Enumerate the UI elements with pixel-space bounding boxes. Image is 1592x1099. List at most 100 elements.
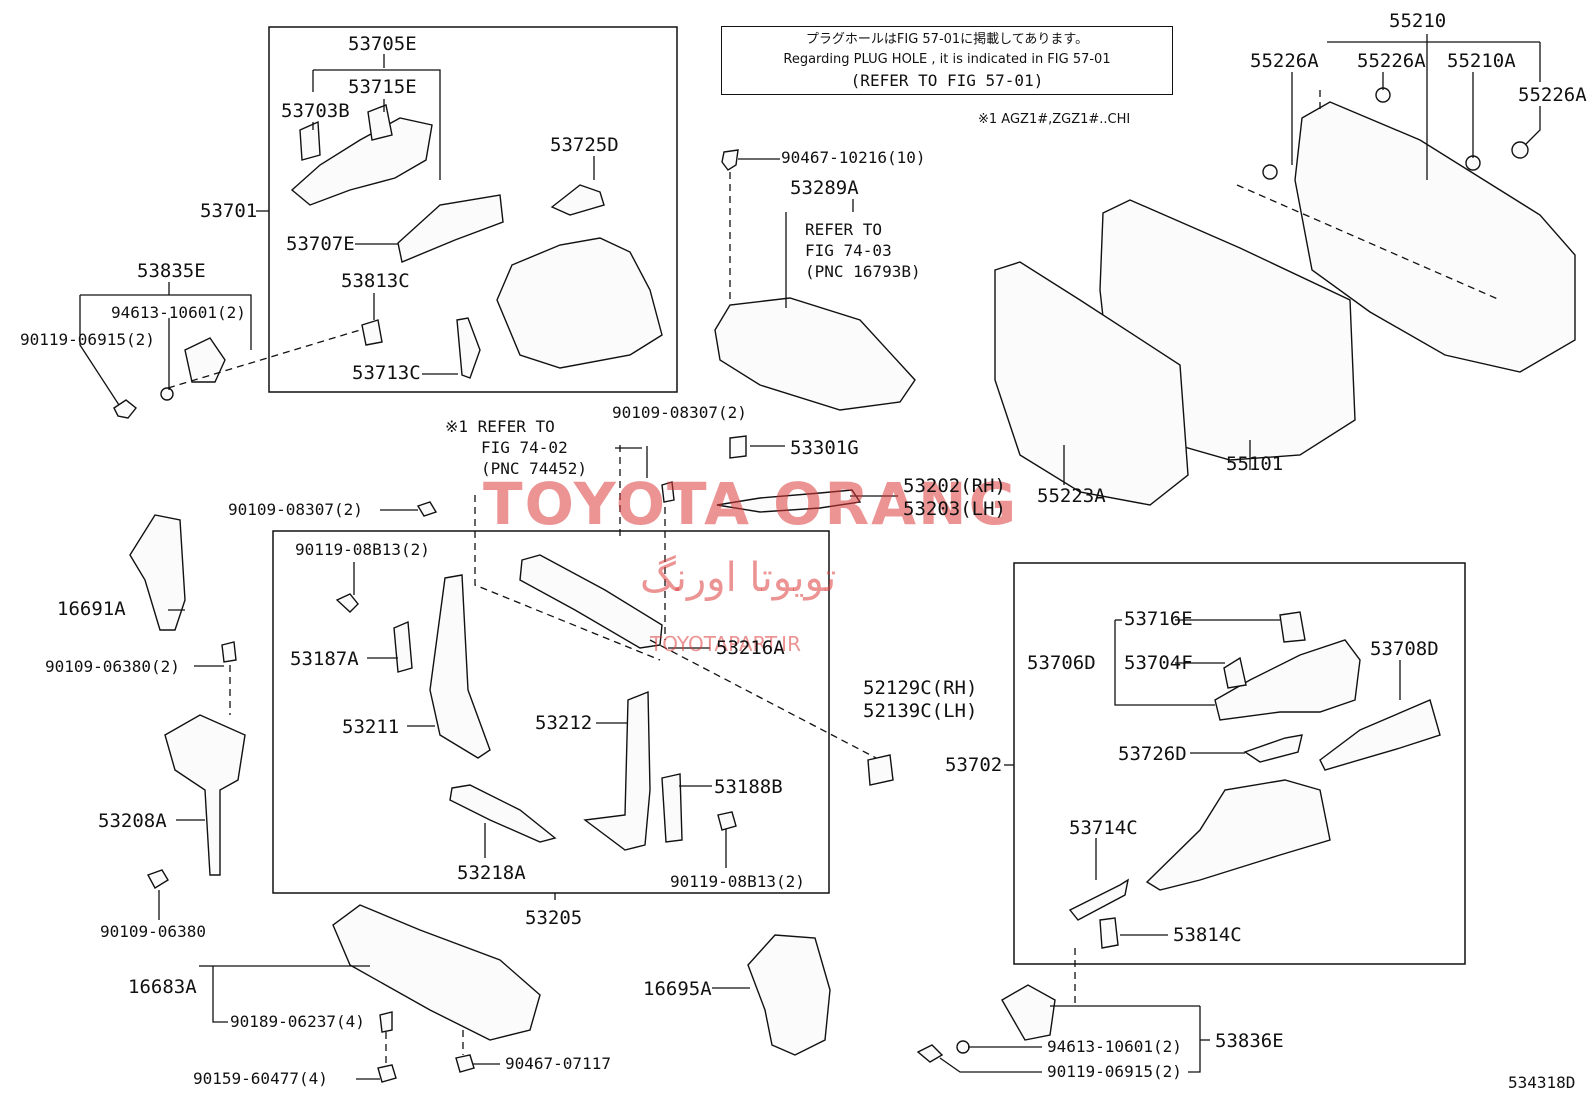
part-label[interactable]: 53187A	[290, 648, 359, 670]
part-label[interactable]: 16683A	[128, 976, 197, 998]
part-label[interactable]: 90467-10216(10)	[781, 148, 926, 167]
part-label[interactable]: 53814C	[1173, 924, 1242, 946]
part-label[interactable]: 53713C	[352, 362, 421, 384]
part-label[interactable]: 53704F	[1124, 652, 1193, 674]
bracket-52129c	[867, 754, 894, 786]
washer	[160, 387, 174, 401]
part-label[interactable]: 90109-06380	[100, 922, 206, 941]
part-label[interactable]: 53703B	[281, 100, 350, 122]
leader-lines	[79, 34, 1541, 1080]
applicability-footnote: ※1 AGZ1#,ZGZ1#..CHI	[978, 112, 1131, 127]
part-label[interactable]: 90109-06380(2)	[45, 657, 180, 676]
apron-upper-member-rh	[1214, 639, 1361, 721]
part-label[interactable]: 53218A	[457, 862, 526, 884]
part-label[interactable]: 53705E	[348, 33, 417, 55]
part-label[interactable]: 16695A	[643, 978, 712, 1000]
reinforcement-53708d	[1319, 699, 1441, 771]
part-label[interactable]: 52129C(RH)	[863, 677, 978, 699]
part-label[interactable]: 53715E	[348, 76, 417, 98]
part-label[interactable]: 52139C(LH)	[863, 700, 978, 722]
clip-55226a	[1262, 164, 1278, 180]
refer-note: FIG 74-02	[481, 438, 568, 457]
refer-note: FIG 74-03	[805, 241, 892, 260]
bolt	[916, 1044, 944, 1063]
part-label[interactable]: 90467-07117	[505, 1054, 611, 1073]
bracket-53725d	[550, 184, 605, 216]
part-label[interactable]: 53301G	[790, 437, 859, 459]
part-label[interactable]: 53208A	[98, 810, 167, 832]
bracket-53836e	[1001, 984, 1056, 1041]
part-label[interactable]: 53726D	[1118, 743, 1187, 765]
apron-53702	[1145, 779, 1331, 891]
part-label[interactable]: 53211	[342, 716, 400, 738]
watermark-persian: تویوتا اورنگ	[640, 555, 837, 601]
part-label[interactable]: 55226A	[1250, 50, 1319, 72]
support-upper-53216a	[519, 554, 663, 649]
part-label[interactable]: 53725D	[550, 134, 619, 156]
plug-hole-note: プラグホールはFIG 57-01に掲載してあります。 Regarding PLU…	[721, 26, 1173, 95]
insulator-55210	[1294, 101, 1576, 373]
clip-90467	[455, 1054, 475, 1073]
part-label[interactable]: 53203(LH)	[903, 498, 1006, 520]
part-label[interactable]: 53188B	[714, 776, 783, 798]
part-label[interactable]: 90119-08B13(2)	[295, 540, 430, 559]
part-label[interactable]: 53836E	[1215, 1030, 1284, 1052]
part-label[interactable]: 53212	[535, 712, 593, 734]
clip-55226a	[1375, 87, 1391, 103]
bolt	[113, 399, 137, 419]
part-label[interactable]: 90109-08307(2)	[228, 500, 363, 519]
part-label[interactable]: 53708D	[1370, 638, 1439, 660]
part-label[interactable]: 53835E	[137, 260, 206, 282]
part-label[interactable]: 90119-06915(2)	[20, 330, 155, 349]
part-label[interactable]: 55226A	[1518, 84, 1587, 106]
duct-16695a	[747, 934, 831, 1056]
panel-53713c	[456, 317, 481, 379]
part-label[interactable]: 55210A	[1447, 50, 1516, 72]
part-label[interactable]: 90159-60477(4)	[193, 1069, 328, 1088]
part-label[interactable]: 53216A	[716, 637, 785, 659]
part-label[interactable]: 90189-06237(4)	[230, 1012, 365, 1031]
part-label[interactable]: 90119-08B13(2)	[670, 872, 805, 891]
part-label[interactable]: 90119-06915(2)	[1047, 1062, 1182, 1081]
bracket-53188b	[661, 773, 683, 843]
part-label[interactable]: 53706D	[1027, 652, 1096, 674]
part-label[interactable]: 53289A	[790, 177, 859, 199]
apron-upper-member	[290, 117, 433, 206]
figure-id: 534318D	[1508, 1073, 1576, 1092]
part-label[interactable]: 53813C	[341, 270, 410, 292]
reinforcement-53707e	[397, 194, 504, 263]
part-label[interactable]: 53707E	[286, 233, 355, 255]
part-label[interactable]: 55101	[1226, 453, 1284, 475]
part-label[interactable]: 53716E	[1124, 608, 1193, 630]
watermark-brand: TOYOTA ORANG	[483, 470, 1019, 538]
note-line-japanese: プラグホールはFIG 57-01に掲載してあります。	[805, 32, 1089, 47]
watermark-site: TOYOTAPART.IR	[650, 632, 801, 656]
part-label[interactable]: 55210	[1389, 10, 1447, 32]
part-label[interactable]: 53714C	[1069, 817, 1138, 839]
part-label[interactable]: 53701	[200, 200, 258, 222]
cowl-cover-53289a	[714, 297, 916, 411]
bolt-90109	[661, 481, 675, 503]
bracket-53813c	[361, 319, 383, 346]
duct-16691a	[129, 514, 186, 631]
bracket-53703b	[299, 120, 321, 161]
bolt-90109	[416, 501, 438, 517]
part-label[interactable]: 53702	[945, 754, 1003, 776]
bracket-53814c	[1099, 917, 1119, 949]
refer-note: ※1 REFER TO	[445, 417, 555, 436]
note-line-english: Regarding PLUG HOLE , it is indicated in…	[783, 52, 1111, 67]
part-label[interactable]: 53202(RH)	[903, 475, 1006, 497]
refer-note: (PNC 16793B)	[805, 262, 921, 281]
part-label[interactable]: 90109-08307(2)	[612, 403, 747, 422]
support-side-53212	[583, 690, 651, 851]
part-label[interactable]: 16691A	[57, 598, 126, 620]
part-label[interactable]: 94613-10601(2)	[111, 303, 246, 322]
insulator-55223a	[994, 261, 1189, 506]
part-label[interactable]: 55223A	[1037, 485, 1106, 507]
bracket-53835e	[184, 337, 226, 383]
part-label[interactable]: 53205	[525, 907, 583, 929]
part-label[interactable]: 55226A	[1357, 50, 1426, 72]
part-label[interactable]: 94613-10601(2)	[1047, 1037, 1182, 1056]
bracket-53187a	[393, 620, 413, 673]
